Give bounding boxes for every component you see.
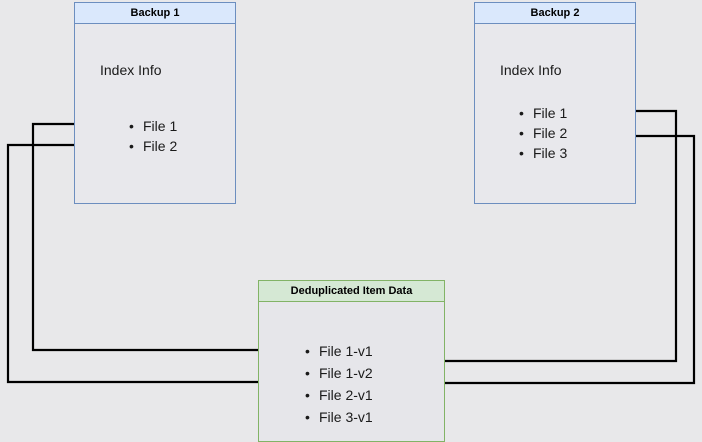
dedup-file-list: File 1-v1 File 1-v2 File 2-v1 File 3-v1 (305, 340, 373, 428)
list-item[interactable]: File 1 (129, 116, 177, 136)
deduplicated-item-data-title: Deduplicated Item Data (259, 281, 444, 302)
list-item[interactable]: File 3-v1 (305, 406, 373, 428)
backup-1-body: Index Info File 1 File 2 (75, 24, 235, 203)
backup-2-index-label: Index Info (500, 62, 562, 78)
backup-2-file-list: File 1 File 2 File 3 (519, 103, 567, 163)
backup-1-file-list: File 1 File 2 (129, 116, 177, 156)
backup-2-body: Index Info File 1 File 2 File 3 (475, 24, 635, 203)
list-item[interactable]: File 1-v1 (305, 340, 373, 362)
list-item[interactable]: File 1 (519, 103, 567, 123)
backup-1-title: Backup 1 (75, 3, 235, 24)
backup-1-box[interactable]: Backup 1 Index Info File 1 File 2 (74, 2, 236, 204)
list-item[interactable]: File 2 (129, 136, 177, 156)
backup-1-index-label: Index Info (100, 62, 162, 78)
list-item[interactable]: File 2-v1 (305, 384, 373, 406)
list-item[interactable]: File 2 (519, 123, 567, 143)
backup-2-title: Backup 2 (475, 3, 635, 24)
deduplicated-item-data-box[interactable]: Deduplicated Item Data File 1-v1 File 1-… (258, 280, 445, 442)
deduplicated-item-data-body: File 1-v1 File 1-v2 File 2-v1 File 3-v1 (259, 302, 444, 441)
backup-2-box[interactable]: Backup 2 Index Info File 1 File 2 File 3 (474, 2, 636, 204)
list-item[interactable]: File 3 (519, 143, 567, 163)
list-item[interactable]: File 1-v2 (305, 362, 373, 384)
